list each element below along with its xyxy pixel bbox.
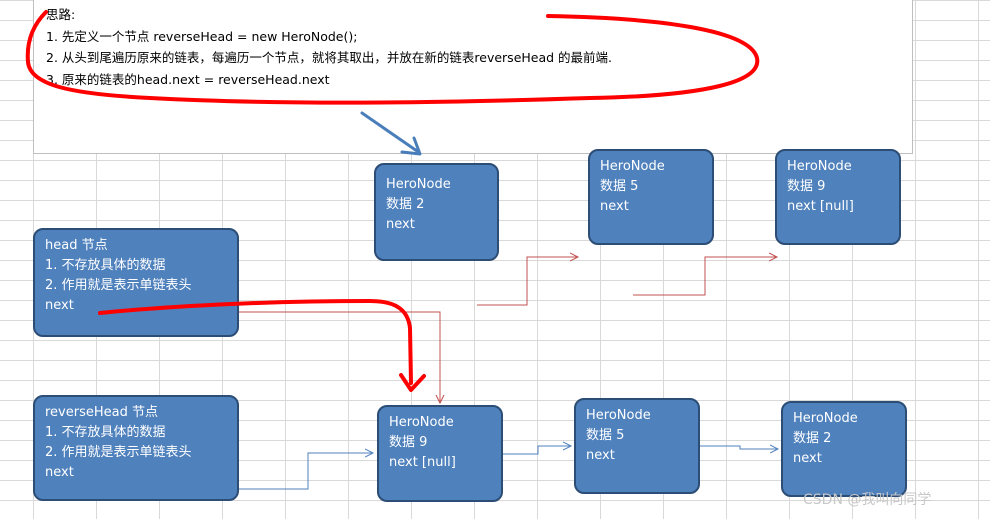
node-next: next bbox=[586, 448, 615, 463]
blue-pointer-arrowhead bbox=[400, 136, 422, 156]
node-next: next bbox=[386, 217, 415, 232]
connector-reversehead-next bbox=[238, 453, 373, 490]
reversehead-node-desc-1: 1. 不存放具体的数据 bbox=[45, 425, 166, 440]
note-title: 思路: bbox=[46, 7, 76, 22]
red-head-next-arrowhead bbox=[399, 373, 426, 392]
blue-pointer-arrow bbox=[360, 111, 419, 153]
connector-bottom-node5-to-node2 bbox=[700, 446, 778, 449]
node-data: 数据 2 bbox=[793, 431, 832, 446]
reversehead-node-desc-2: 2. 作用就是表示单链表头 bbox=[45, 445, 192, 460]
bottom-node-data-5: HeroNode 数据 5 next bbox=[574, 398, 700, 494]
node-data: 数据 5 bbox=[600, 179, 639, 194]
node-next: next bbox=[793, 451, 822, 466]
node-data: 数据 5 bbox=[586, 428, 625, 443]
note-line-1: 1. 先定义一个节点 reverseHead = new HeroNode(); bbox=[46, 28, 358, 44]
head-node-desc-2: 2. 作用就是表示单链表头 bbox=[45, 278, 192, 293]
node-data: 数据 2 bbox=[386, 197, 425, 212]
node-data: 数据 9 bbox=[787, 179, 826, 194]
csdn-watermark: CSDN @我叫向同学 bbox=[803, 492, 932, 508]
node-next: next [null] bbox=[787, 199, 854, 214]
node-next: next bbox=[600, 199, 629, 214]
note-line-3: 3. 原来的链表的head.next = reverseHead.next bbox=[46, 71, 330, 87]
head-node-next: next bbox=[45, 298, 74, 313]
connector-to-top-node-5 bbox=[477, 257, 578, 306]
idea-note-box: 思路: 1. 先定义一个节点 reverseHead = new HeroNod… bbox=[33, 0, 913, 154]
red-head-next-arrow bbox=[98, 299, 413, 385]
connector-head-next-to-bottom-node bbox=[238, 311, 440, 403]
node-title: HeroNode bbox=[586, 408, 651, 423]
reversehead-node-label: reverseHead 节点 bbox=[45, 405, 158, 420]
head-node: head 节点 1. 不存放具体的数据 2. 作用就是表示单链表头 next bbox=[33, 228, 239, 337]
reversehead-node: reverseHead 节点 1. 不存放具体的数据 2. 作用就是表示单链表头… bbox=[33, 395, 239, 501]
bottom-node-data-2: HeroNode 数据 2 next bbox=[781, 401, 907, 497]
connector-to-top-node-9 bbox=[633, 257, 777, 296]
note-line-2: 2. 从头到尾遍历原来的链表，每遍历一个节点，就将其取出，并放在新的链表reve… bbox=[46, 50, 613, 65]
connector-bottom-node9-to-node5 bbox=[502, 446, 571, 455]
head-node-label: head 节点 bbox=[45, 238, 108, 253]
node-title: HeroNode bbox=[600, 159, 665, 174]
reversehead-node-next: next bbox=[45, 465, 74, 480]
node-title: HeroNode bbox=[787, 159, 852, 174]
red-highlight-loop bbox=[25, 10, 760, 105]
head-node-desc-1: 1. 不存放具体的数据 bbox=[45, 258, 166, 273]
node-data: 数据 9 bbox=[389, 435, 428, 450]
node-next: next [null] bbox=[389, 455, 456, 470]
top-node-data-9: HeroNode 数据 9 next [null] bbox=[775, 149, 901, 245]
top-node-data-5: HeroNode 数据 5 next bbox=[588, 149, 714, 245]
node-title: HeroNode bbox=[389, 415, 454, 430]
node-title: HeroNode bbox=[793, 411, 858, 426]
node-title: HeroNode bbox=[386, 177, 451, 192]
top-node-data-2: HeroNode 数据 2 next bbox=[374, 163, 499, 261]
bottom-node-data-9: HeroNode 数据 9 next [null] bbox=[377, 405, 503, 502]
